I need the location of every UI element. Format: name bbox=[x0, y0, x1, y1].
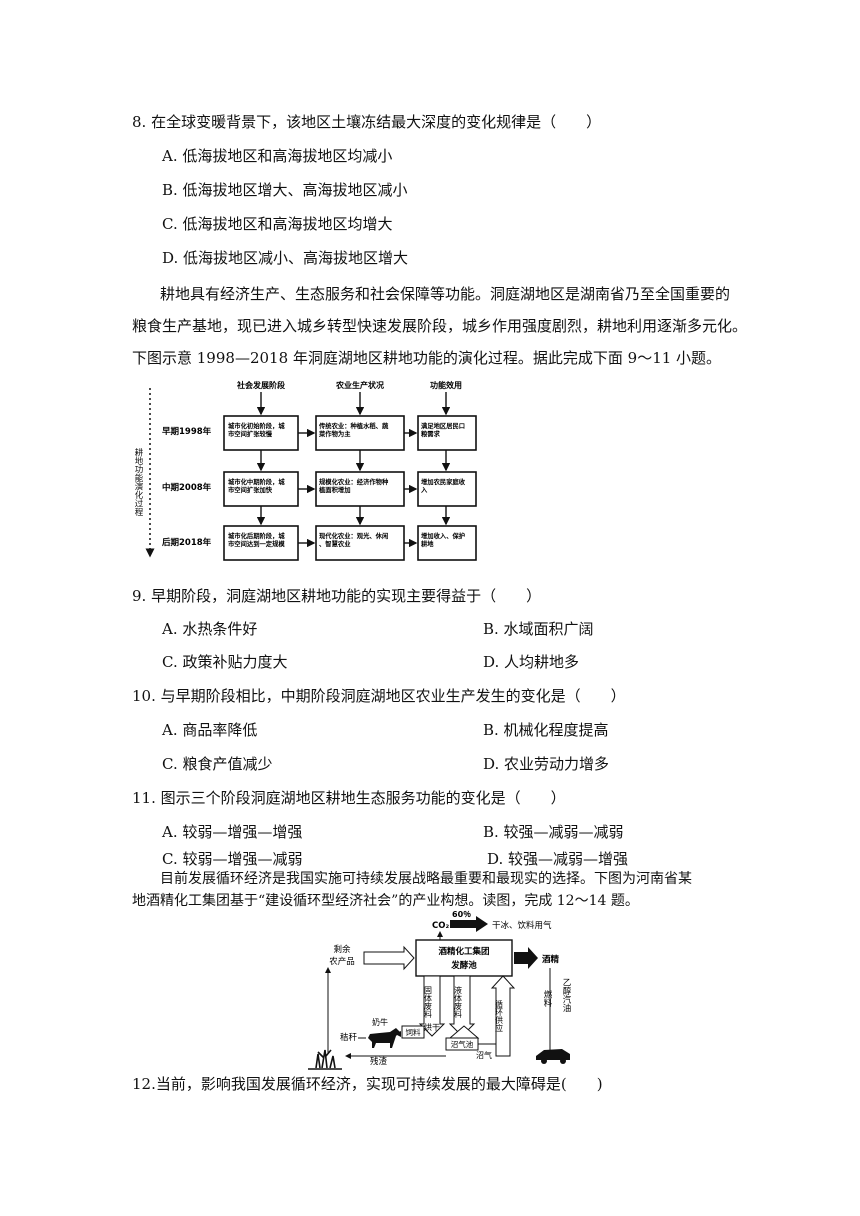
passage-1-line-3: 下图示意 1998—2018 年洞庭湖地区耕地功能的演化过程。据此完成下面 9～… bbox=[132, 349, 722, 367]
cow-label: 奶牛 bbox=[372, 1017, 388, 1027]
cow-icon bbox=[368, 1028, 400, 1048]
car-icon bbox=[536, 1049, 570, 1060]
circular-economy-diagram: CO₂ 60％ 干冰、饮料用气 酒精化工集团 发酵池 剩余 农产品 酒精 燃料 … bbox=[308, 910, 571, 1070]
question-9-option-b: B. 水域面积广阔 bbox=[483, 620, 594, 638]
passage-2-line-1: 目前发展循环经济是我国实施可持续发展战略最重要和最现实的选择。下图为河南省某 bbox=[160, 871, 692, 887]
straw-label: 秸秆 bbox=[340, 1032, 358, 1043]
residue-label: 残渣 bbox=[370, 1056, 388, 1067]
figure1-row-2-label: 中期2008年 bbox=[162, 482, 212, 493]
question-8-option-a: A. 低海拔地区和高海拔地区均减小 bbox=[162, 147, 393, 165]
ethanol-label: 乙醇汽油 bbox=[561, 978, 571, 1013]
question-11-option-b: B. 较强—减弱—减弱 bbox=[483, 823, 624, 841]
co2-label: CO₂ bbox=[432, 921, 449, 931]
question-10-option-c: C. 粮食产值减少 bbox=[162, 755, 273, 773]
question-11-option-a: A. 较弱—增强—增强 bbox=[162, 823, 303, 841]
figure1-row-1-cell-2: 传统农业：种植水稻、蔬菜作物为主 bbox=[318, 421, 389, 438]
farmland-evolution-diagram: 耕地功能演化过程 社会发展阶段 农业生产状况 功能效用 早期1998年 城市化初… bbox=[133, 380, 477, 561]
question-9-option-c: C. 政策补贴力度大 bbox=[162, 653, 288, 671]
question-11-option-c: C. 较弱—增强—减弱 bbox=[162, 850, 303, 868]
co2-percent: 60％ bbox=[452, 910, 471, 919]
surplus-label-line-1: 剩余 bbox=[333, 944, 351, 955]
biogas-label: 沼气 bbox=[476, 1050, 492, 1060]
figure1-row-2-cell-2: 规模化农业：经济作物种植面积增加 bbox=[318, 477, 389, 494]
question-8-stem: 8. 在全球变暖背景下，该地区土壤冻结最大深度的变化规律是（ ） bbox=[132, 113, 602, 131]
plant-label-line-1: 酒精化工集团 bbox=[438, 946, 489, 957]
question-9-option-a: A. 水热条件好 bbox=[162, 620, 258, 638]
liquid-waste-label: 液体废料 bbox=[454, 985, 463, 1019]
cycle-supply-label: 循环供应 bbox=[495, 999, 504, 1033]
figure1-row-1-cell-1: 城市化初始阶段，城市空间扩张较慢 bbox=[228, 421, 285, 438]
figure1-side-label: 耕地功能演化过程 bbox=[133, 447, 143, 517]
question-10-option-d: D. 农业劳动力增多 bbox=[483, 755, 610, 773]
question-9-option-d: D. 人均耕地多 bbox=[483, 653, 580, 671]
figure1-row-1-cell-3: 满足地区居民口粮需求 bbox=[421, 421, 465, 438]
question-8-option-b: B. 低海拔地区增大、高海拔地区减小 bbox=[162, 181, 408, 199]
question-10-stem: 10. 与早期阶段相比，中期阶段洞庭湖地区农业生产发生的变化是（ ） bbox=[132, 687, 626, 705]
dry-ice-label: 干冰、饮料用气 bbox=[492, 920, 552, 931]
question-8-option-d: D. 低海拔地区减小、高海拔地区增大 bbox=[162, 249, 409, 267]
figure1-col-header-3: 功能效用 bbox=[430, 380, 462, 390]
passage-2-line-2: 地酒精化工集团基于“建设循环型经济社会”的产业构想。读图，完成 12～14 题。 bbox=[132, 893, 639, 909]
figure1-row-2-cell-1: 城市化中期阶段，城市空间扩张加快 bbox=[228, 477, 285, 494]
question-11-option-d: D. 较强—减弱—增强 bbox=[487, 850, 629, 868]
figure1-row-1-label: 早期1998年 bbox=[162, 426, 212, 437]
figure1-col-header-2: 农业生产状况 bbox=[335, 380, 384, 390]
passage-1-line-1: 耕地具有经济生产、生态服务和社会保障等功能。洞庭湖地区是湖南省乃至全国重要的 bbox=[160, 285, 731, 303]
question-9-stem: 9. 早期阶段，洞庭湖地区耕地功能的实现主要得益于（ ） bbox=[132, 587, 542, 605]
alcohol-label: 酒精 bbox=[542, 954, 560, 965]
figure1-row-3-label: 后期2018年 bbox=[162, 537, 212, 548]
passage-1-line-2: 粮食生产基地，现已进入城乡转型快速发展阶段，城乡作用强度剧烈，耕地利用逐渐多元化… bbox=[132, 317, 748, 335]
fuel-label: 燃料 bbox=[542, 989, 552, 1008]
question-11-stem: 11. 图示三个阶段洞庭湖地区耕地生态服务功能的变化是（ ） bbox=[132, 789, 566, 807]
figure1-row-3-cell-3: 增加收入、保护耕地 bbox=[420, 531, 465, 548]
figure1-col-header-1: 社会发展阶段 bbox=[236, 380, 285, 390]
figure1-row-3-cell-2: 现代化农业：观光、休闲、智慧农业 bbox=[319, 531, 388, 548]
question-12-stem: 12.当前，影响我国发展循环经济，实现可持续发展的最大障碍是( ) bbox=[132, 1075, 603, 1093]
crop-icon bbox=[315, 1049, 336, 1069]
question-10-option-a: A. 商品率降低 bbox=[162, 721, 258, 739]
dry-label: 烘干 bbox=[424, 1022, 440, 1032]
solid-waste-label: 固体废料 bbox=[424, 986, 433, 1019]
question-8-option-c: C. 低海拔地区和高海拔地区均增大 bbox=[162, 215, 393, 233]
biogas-pool-label: 沼气池 bbox=[451, 1039, 474, 1049]
figure1-row-3-cell-1: 城市化后期阶段，城市空间达到一定规模 bbox=[228, 531, 285, 548]
question-10-option-b: B. 机械化程度提高 bbox=[483, 721, 609, 739]
feed-label: 饲料 bbox=[406, 1027, 421, 1037]
surplus-label-line-2: 农产品 bbox=[329, 956, 355, 967]
figure1-row-2-cell-3: 增加农民家庭收入 bbox=[421, 477, 466, 494]
plant-label-line-2: 发酵池 bbox=[450, 960, 477, 971]
